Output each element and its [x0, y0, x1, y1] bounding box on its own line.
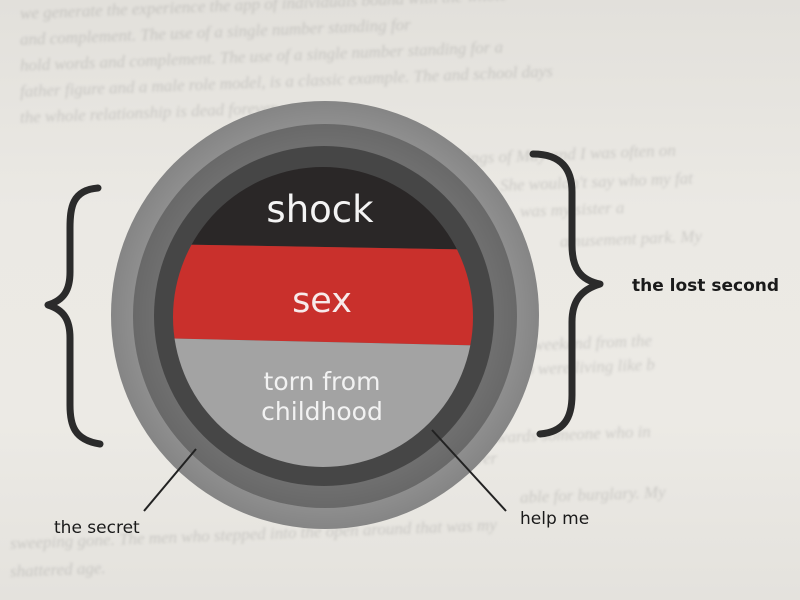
- bracket-label: the lost second: [632, 276, 779, 296]
- callout-the-secret: the secret: [54, 518, 140, 538]
- left-brace: [44, 184, 104, 448]
- band-sex: [173, 244, 473, 346]
- callout-line-secret: [143, 448, 197, 512]
- callout-line-help: [431, 429, 507, 512]
- label-childhood: childhood: [261, 397, 383, 426]
- label-sex: sex: [292, 281, 352, 321]
- callout-help-me: help me: [520, 509, 589, 529]
- label-torn-from: torn from: [264, 367, 381, 396]
- label-shock: shock: [266, 188, 374, 231]
- right-brace: [529, 150, 604, 438]
